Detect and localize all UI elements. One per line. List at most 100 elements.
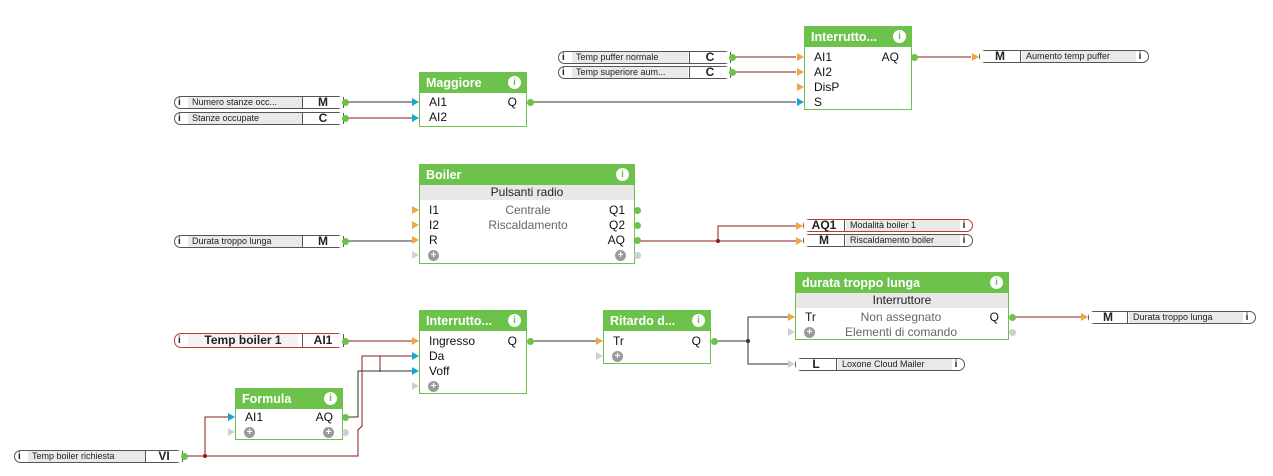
input-arrow [796, 222, 803, 230]
pin-tr: Tr [805, 310, 816, 324]
plus-icon[interactable]: + [615, 250, 626, 261]
output-connector-modalita-boiler[interactable]: AQ1 Modalità boiler 1 i [803, 219, 973, 232]
input-arrow [596, 337, 603, 345]
input-connector-temp-boiler-richiesta[interactable]: i Temp boiler richiesta VI [14, 450, 183, 463]
output-connector-durata-troppo-lunga[interactable]: M Durata troppo lunga i [1088, 311, 1256, 324]
plus-icon[interactable]: + [804, 327, 815, 338]
pin-ai2: AI2 [429, 110, 448, 124]
output-dot[interactable] [634, 207, 641, 214]
plus-icon[interactable]: + [323, 427, 334, 438]
info-icon[interactable]: i [962, 220, 966, 231]
info-icon[interactable]: i [1138, 51, 1142, 62]
output-dot[interactable] [342, 238, 349, 245]
info-icon[interactable]: i [990, 276, 1003, 289]
plus-icon[interactable]: + [244, 427, 255, 438]
connector-label: Durata troppo lunga [188, 236, 302, 247]
output-dot[interactable] [1009, 329, 1016, 336]
pin-aq: AQ [607, 233, 625, 247]
input-connector-temp-boiler-1[interactable]: i Temp boiler 1 AI1 [174, 333, 344, 348]
plus-icon[interactable]: + [428, 250, 439, 261]
info-icon[interactable]: i [962, 235, 966, 246]
output-dot[interactable] [527, 338, 534, 345]
connector-label: Loxone Cloud Mailer [838, 359, 952, 370]
pin-q: Q [507, 95, 517, 109]
label-centrale: Centrale [505, 203, 551, 217]
input-connector-temp-superiore[interactable]: i Temp superiore aum... C [558, 66, 731, 79]
info-icon[interactable]: i [692, 314, 705, 327]
output-dot[interactable] [634, 237, 641, 244]
connector-type: M [1089, 311, 1128, 323]
info-icon[interactable]: i [18, 451, 21, 462]
info-icon[interactable]: i [1245, 312, 1249, 323]
input-arrow [412, 337, 419, 345]
connector-type: C [689, 66, 731, 78]
pin-disp: DisP [814, 80, 840, 94]
output-dot[interactable] [342, 99, 349, 106]
input-arrow [596, 352, 603, 360]
output-connector-aumento-temp-puffer[interactable]: M Aumento temp puffer i [979, 50, 1149, 63]
block-interruttore-bottom[interactable]: Interrutto...i Ingresso Da Voff Q + [419, 310, 527, 394]
info-icon[interactable]: i [324, 392, 337, 405]
info-icon[interactable]: i [178, 236, 181, 247]
output-dot[interactable] [342, 115, 349, 122]
output-dot[interactable] [911, 54, 918, 61]
connector-label: Modalità boiler 1 [846, 220, 960, 231]
block-title: Interrutto... [811, 30, 877, 44]
plus-icon[interactable]: + [612, 351, 623, 362]
output-dot[interactable] [729, 54, 736, 61]
input-connector-numero-stanze[interactable]: i Numero stanze occ... M [174, 96, 344, 109]
input-connector-temp-puffer-normale[interactable]: i Temp puffer normale C [558, 51, 731, 64]
info-icon[interactable]: i [178, 97, 181, 108]
block-ritardo[interactable]: Ritardo d...i Tr Q + [603, 310, 711, 364]
info-icon[interactable]: i [178, 335, 181, 346]
output-connector-loxone-cloud-mailer[interactable]: L Loxone Cloud Mailer i [795, 358, 965, 371]
input-arrow [228, 428, 235, 436]
input-arrow [797, 83, 804, 91]
info-icon[interactable]: i [562, 67, 565, 78]
connector-type: M [804, 234, 845, 246]
pin-aq: AQ [881, 50, 899, 64]
info-icon[interactable]: i [616, 168, 629, 181]
block-title: durata troppo lunga [802, 276, 921, 290]
connector-type: M [980, 50, 1021, 62]
input-arrow [228, 413, 235, 421]
input-connector-stanze-occupate[interactable]: i Stanze occupate C [174, 112, 344, 125]
info-icon[interactable]: i [508, 76, 521, 89]
input-arrow [797, 53, 804, 61]
pin-q: Q [691, 334, 701, 348]
output-dot[interactable] [342, 429, 349, 436]
info-icon[interactable]: i [562, 52, 565, 63]
pin-i1: I1 [429, 203, 440, 217]
output-dot[interactable] [527, 99, 534, 106]
output-dot[interactable] [181, 453, 188, 460]
pin-r: R [429, 233, 438, 247]
pin-q: Q [507, 334, 517, 348]
block-subtitle: Pulsanti radio [420, 185, 634, 200]
connector-type: VI [145, 450, 183, 462]
output-dot[interactable] [342, 414, 349, 421]
plus-icon[interactable]: + [428, 381, 439, 392]
block-title: Interrutto... [426, 314, 492, 328]
output-dot[interactable] [711, 338, 718, 345]
info-icon[interactable]: i [893, 30, 906, 43]
info-icon[interactable]: i [508, 314, 521, 327]
block-interruttore-top[interactable]: Interrutto...i AI1 AI2 DisP S AQ [804, 26, 912, 110]
output-dot[interactable] [729, 69, 736, 76]
input-arrow [788, 328, 795, 336]
output-dot[interactable] [1009, 314, 1016, 321]
info-icon[interactable]: i [178, 113, 181, 124]
pin-tr: Tr [613, 334, 624, 348]
output-dot[interactable] [634, 222, 641, 229]
pin-ai1: AI1 [245, 410, 264, 424]
info-icon[interactable]: i [954, 359, 958, 370]
output-connector-riscaldamento-boiler[interactable]: M Riscaldamento boiler i [803, 234, 973, 247]
output-dot[interactable] [342, 338, 349, 345]
pin-voff: Voff [429, 364, 450, 378]
pin-ingresso: Ingresso [429, 334, 476, 348]
input-connector-durata-troppo-lunga[interactable]: i Durata troppo lunga M [174, 235, 344, 248]
output-dot[interactable] [634, 252, 641, 259]
